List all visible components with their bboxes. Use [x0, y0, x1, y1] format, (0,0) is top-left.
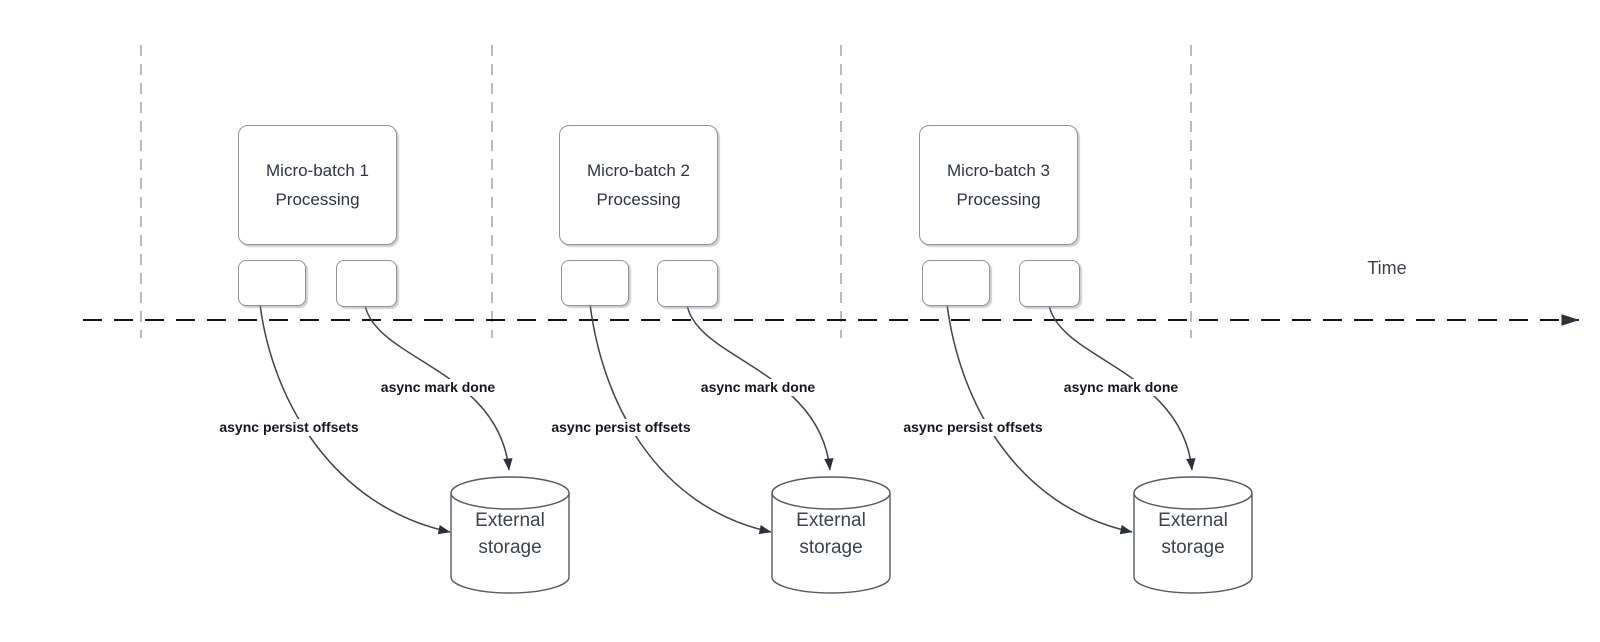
cylinder-top	[1133, 476, 1253, 510]
mark-done-label-2: async mark done	[698, 379, 818, 396]
micro-batch-box-3: Micro-batch 3 Processing	[919, 125, 1078, 245]
micro-batch-1-title-line2: Processing	[275, 190, 360, 209]
mark-done-task-box-3	[1019, 260, 1080, 307]
micro-batch-2-title-line2: Processing	[596, 190, 681, 209]
persist-offsets-arrow-1	[259, 303, 451, 535]
external-storage-label-3-line2: storage	[1161, 537, 1225, 558]
micro-batch-box-2-title: Micro-batch 2 Processing	[587, 156, 690, 214]
mark-done-arrow-1	[364, 304, 513, 471]
persist-offsets-arrow-3	[946, 303, 1133, 535]
micro-batch-box-2: Micro-batch 2 Processing	[559, 125, 718, 245]
external-storage-label-2-line2: storage	[799, 537, 863, 558]
persist-task-box-3	[922, 260, 990, 306]
external-storage-cylinder-3	[1133, 476, 1253, 594]
external-storage-label-1-line2: storage	[478, 537, 542, 558]
persist-offsets-label-2: async persist offsets	[549, 419, 693, 436]
micro-batch-box-1: Micro-batch 1 Processing	[238, 125, 397, 245]
mark-done-arrow-3	[1048, 304, 1196, 471]
micro-batch-2-title-line1: Micro-batch 2	[587, 161, 690, 180]
persist-offsets-label-1: async persist offsets	[217, 419, 361, 436]
mark-done-task-box-2	[657, 260, 718, 307]
cylinder-body	[1133, 493, 1253, 594]
micro-batch-3-title-line1: Micro-batch 3	[947, 161, 1050, 180]
mark-done-task-box-1	[336, 260, 397, 307]
external-storage-label-2-line1: External	[796, 510, 866, 531]
cylinder-body	[771, 493, 891, 594]
micro-batch-3-title-line2: Processing	[956, 190, 1041, 209]
persist-offsets-label-3: async persist offsets	[901, 419, 1045, 436]
time-label: Time	[1367, 258, 1407, 278]
cylinder-top	[771, 476, 891, 510]
persist-offsets-arrow-2	[589, 303, 772, 535]
mark-done-label-3: async mark done	[1061, 379, 1181, 396]
mark-done-arrow-2	[686, 304, 834, 471]
cylinder-body	[450, 493, 570, 594]
cylinder-top	[450, 476, 570, 510]
external-storage-label-2: External storage	[772, 507, 890, 561]
external-storage-label-1-line1: External	[475, 510, 545, 531]
external-storage-cylinder-2	[771, 476, 891, 594]
external-storage-label-3: External storage	[1134, 507, 1252, 561]
micro-batch-box-3-title: Micro-batch 3 Processing	[947, 156, 1050, 214]
persist-task-box-2	[561, 260, 629, 306]
external-storage-label-1: External storage	[451, 507, 569, 561]
persist-task-box-1	[238, 260, 306, 306]
external-storage-label-3-line1: External	[1158, 510, 1228, 531]
micro-batch-1-title-line1: Micro-batch 1	[266, 161, 369, 180]
micro-batch-box-1-title: Micro-batch 1 Processing	[266, 156, 369, 214]
mark-done-label-1: async mark done	[378, 379, 498, 396]
external-storage-cylinder-1	[450, 476, 570, 594]
